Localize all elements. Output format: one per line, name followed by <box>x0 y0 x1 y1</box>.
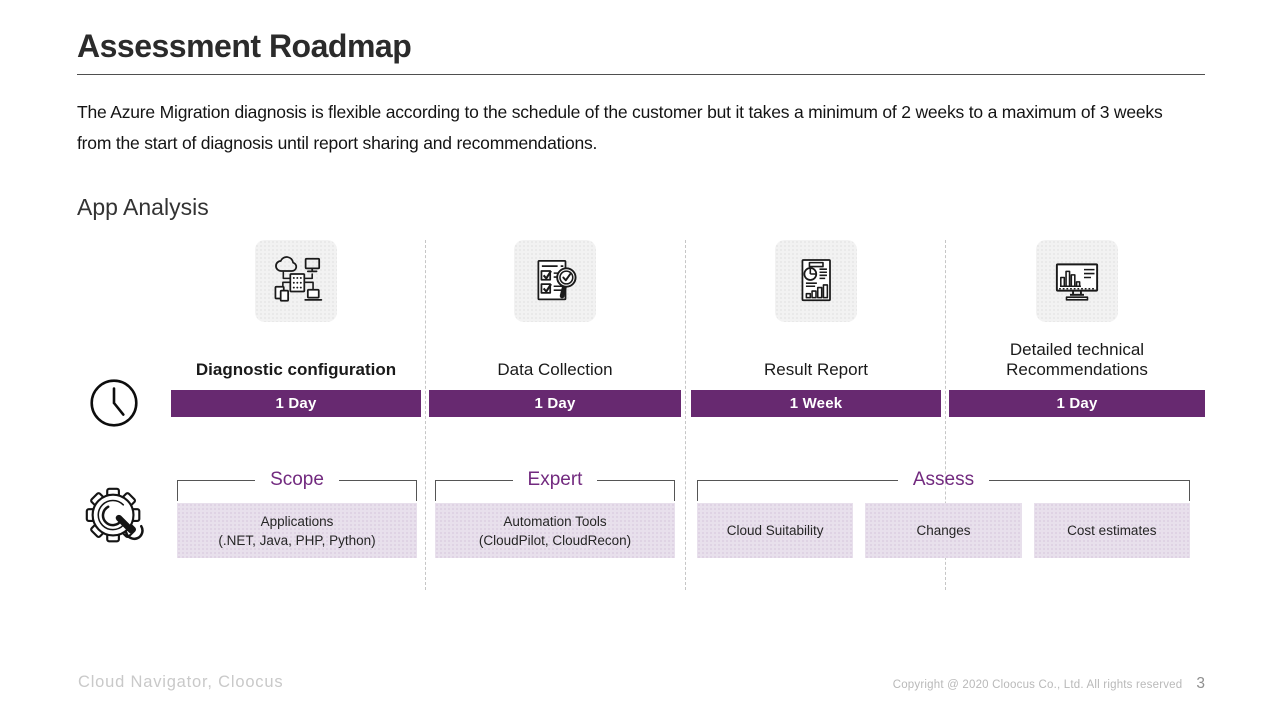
group-label: Assess <box>912 469 975 490</box>
intro-text: The Azure Migration diagnosis is flexibl… <box>77 102 1163 153</box>
column-separator <box>425 240 426 590</box>
duration-bar: 1 Week <box>691 390 941 417</box>
phase-title: Data Collection <box>497 360 613 379</box>
checklist-magnifier-icon <box>514 240 596 322</box>
phase-title: Diagnostic configuration <box>195 360 397 379</box>
page-title: Assessment Roadmap <box>77 28 412 64</box>
duration-bar: 1 Day <box>429 390 681 417</box>
bracket-line <box>338 480 417 501</box>
bracket-line <box>697 480 898 501</box>
footer-brand-text: Cloud Navigator, Cloocus <box>78 673 284 691</box>
group-label: Expert <box>527 469 583 490</box>
copyright-text: Copyright @ 2020 Cloocus Co., Ltd. All r… <box>892 679 1183 691</box>
column-separator <box>685 240 686 590</box>
assess-box: Changes <box>865 503 1022 558</box>
column-separator <box>945 240 946 590</box>
bracket-line <box>435 480 513 501</box>
expert-bracket: Expert <box>435 468 676 501</box>
group-expert: Expert Automation Tools (CloudPilot, Clo… <box>435 468 676 558</box>
bracket-line <box>989 480 1190 501</box>
group-label: Scope <box>270 469 324 490</box>
box-line2: (CloudPilot, CloudRecon) <box>478 532 632 548</box>
assess-box: Cost estimates <box>1033 503 1190 558</box>
duration-bar: 1 Day <box>949 390 1205 417</box>
assess-bracket: Assess <box>697 468 1190 501</box>
box-line1: Changes <box>916 523 971 538</box>
phase-column-result-report: Result Report 1 Week <box>691 240 941 417</box>
network-architecture-icon <box>255 240 337 322</box>
title-divider <box>77 74 1205 75</box>
group-assess: Assess Cloud Suitability Changes Cost es… <box>697 468 1190 558</box>
phase-title: Detailed technical Recommendations <box>1006 340 1148 379</box>
group-scope: Scope Applications (.NET, Java, PHP, Pyt… <box>177 468 417 558</box>
report-document-icon <box>775 240 857 322</box>
section-heading: App Analysis <box>77 194 209 220</box>
phase-column-data-collection: Data Collection 1 Day <box>429 240 681 417</box>
box-line1: Cost estimates <box>1067 523 1157 538</box>
footer-right: Copyright @ 2020 Cloocus Co., Ltd. All r… <box>893 675 1205 693</box>
page-number: 3 <box>1196 675 1205 692</box>
gear-wrench-icon <box>80 482 150 557</box>
box-line1: Cloud Suitability <box>726 523 824 538</box>
clock-icon <box>88 377 140 434</box>
box-line1: Applications <box>260 513 334 529</box>
expert-box: Automation Tools (CloudPilot, CloudRecon… <box>435 503 675 558</box>
scope-bracket: Scope <box>177 468 417 501</box>
bracket-line <box>597 480 676 501</box>
scope-box: Applications (.NET, Java, PHP, Python) <box>177 503 417 558</box>
phase-column-recommendations: Detailed technical Recommendations 1 Day <box>949 240 1205 417</box>
duration-bar: 1 Day <box>171 390 421 417</box>
box-line2: (.NET, Java, PHP, Python) <box>218 532 376 548</box>
box-line1: Automation Tools <box>503 513 607 529</box>
phase-title: Result Report <box>764 360 868 379</box>
assess-box: Cloud Suitability <box>697 503 854 558</box>
monitor-chart-icon <box>1036 240 1118 322</box>
bracket-line <box>177 480 256 501</box>
phase-column-diagnostic: Diagnostic configuration 1 Day <box>171 240 421 417</box>
